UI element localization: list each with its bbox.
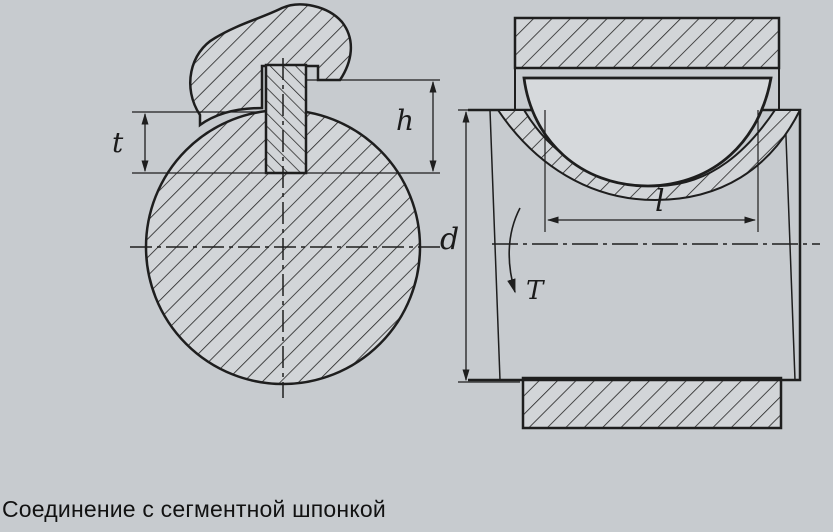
cross-section-view <box>130 3 440 398</box>
segment-key <box>264 63 308 175</box>
label-d: d <box>440 222 460 257</box>
label-T: T <box>526 276 544 306</box>
label-t: t <box>112 126 124 159</box>
longitudinal-view <box>458 16 820 430</box>
torque-arrow <box>507 207 521 294</box>
figure-caption: Соединение с сегментной шпонкой <box>2 496 386 522</box>
lower-hub <box>521 376 783 430</box>
label-h: h <box>396 104 415 137</box>
label-l: l <box>655 184 665 219</box>
segment-key-side <box>522 76 773 188</box>
upper-hub <box>513 16 781 70</box>
